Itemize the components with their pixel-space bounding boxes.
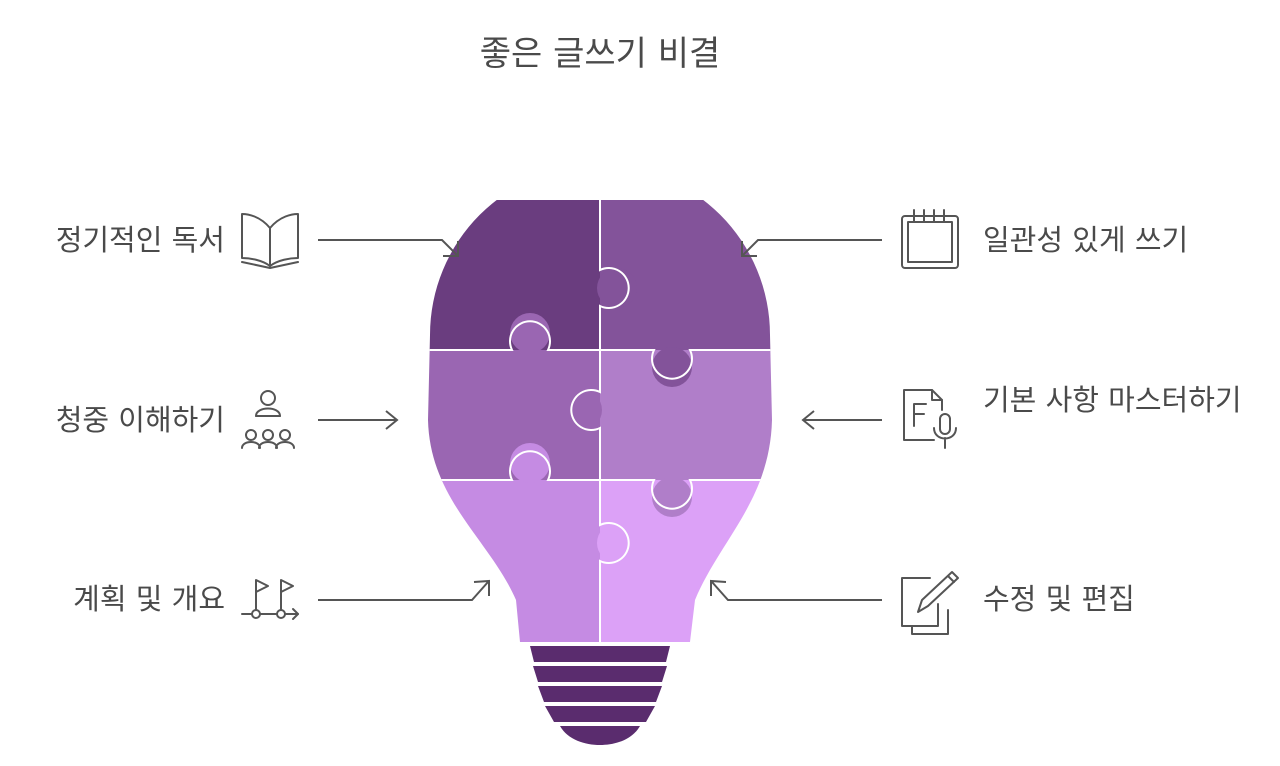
arrow-editing <box>710 579 882 601</box>
notepad-icon <box>901 209 959 269</box>
puzzle-seams <box>428 200 772 642</box>
puzzle-knob <box>562 390 602 430</box>
arrow-planning <box>318 579 490 601</box>
bulb-puzzle <box>428 200 772 642</box>
bulb-base <box>530 646 670 745</box>
puzzle-piece-bottom-left <box>428 480 600 642</box>
puzzle-piece-mid-right <box>600 350 772 480</box>
audience-icon <box>241 390 295 449</box>
puzzle-piece-bottom-right <box>600 480 772 642</box>
document-microphone-icon <box>903 389 957 449</box>
connector-arrows <box>318 239 882 601</box>
arrow-basics <box>801 410 882 430</box>
diagram-title: 좋은 글쓰기 비결 <box>479 34 721 74</box>
label-planning-outline: 계획 및 개요 <box>73 582 225 616</box>
puzzle-knob <box>652 347 692 387</box>
arrow-consistency <box>741 239 882 257</box>
puzzle-knob <box>510 313 550 353</box>
puzzle-knob <box>652 477 692 517</box>
label-regular-reading: 정기적인 독서 <box>55 223 225 257</box>
label-write-consistently: 일관성 있게 쓰기 <box>983 223 1189 257</box>
flags-path-icon <box>241 579 299 620</box>
puzzle-knob <box>597 268 637 308</box>
open-book-icon <box>241 213 299 269</box>
label-revise-edit: 수정 및 편집 <box>983 582 1135 616</box>
puzzle-piece-top-left <box>428 200 600 350</box>
puzzle-knob <box>597 523 637 563</box>
pen-document-icon <box>901 571 959 635</box>
puzzle-knob <box>510 443 550 483</box>
arrow-audience <box>318 410 399 430</box>
label-master-basics: 기본 사항 마스터하기 <box>983 383 1242 417</box>
label-understand-audience: 청중 이해하기 <box>55 403 225 437</box>
arrow-reading <box>318 239 459 257</box>
